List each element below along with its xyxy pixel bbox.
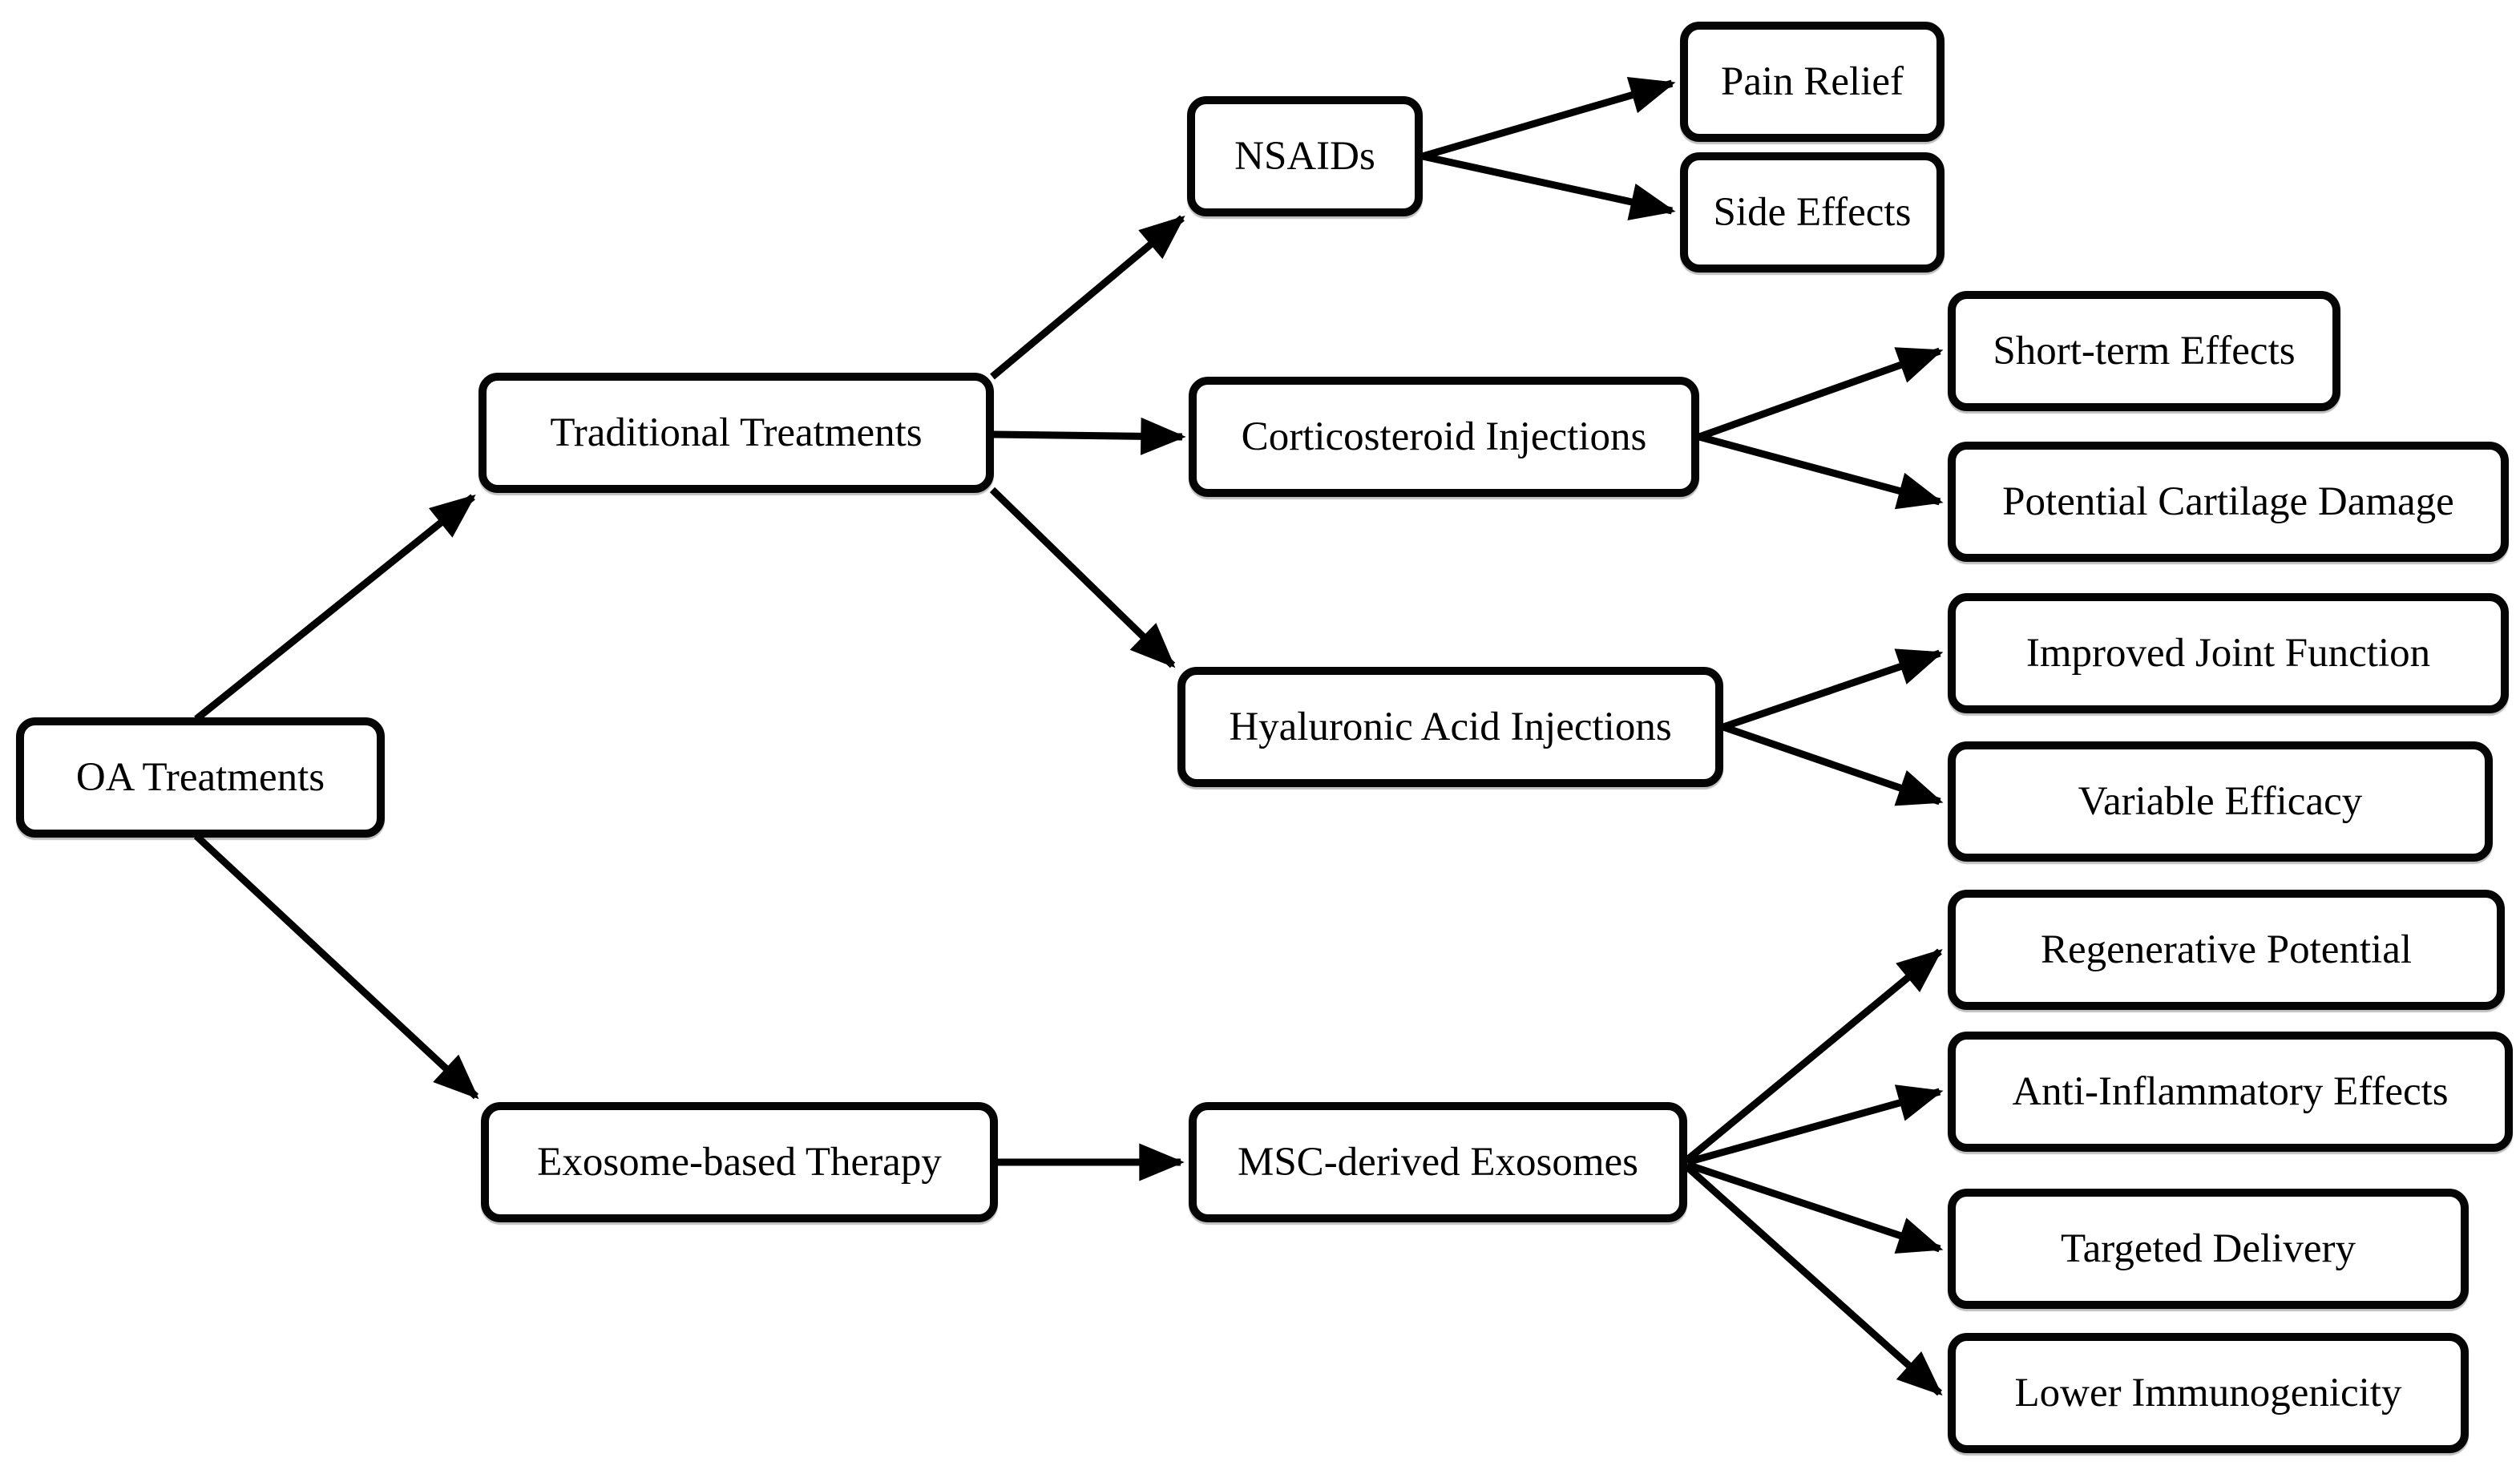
node-label: Hyaluronic Acid Injections xyxy=(1229,704,1672,749)
node-label: Lower Immunogenicity xyxy=(2014,1370,2402,1415)
node-corticosteroid-injections: Corticosteroid Injections xyxy=(1189,377,1699,497)
node-label: OA Treatments xyxy=(75,754,325,800)
node-label: Targeted Delivery xyxy=(2061,1226,2356,1271)
node-anti-inflammatory-effects: Anti-Inflammatory Effects xyxy=(1948,1032,2513,1152)
edge-traditional-to-hyaluronic xyxy=(989,487,1176,668)
node-label: Regenerative Potential xyxy=(2040,927,2413,972)
node-label: Anti-Inflammatory Effects xyxy=(2012,1068,2449,1114)
node-traditional-treatments: Traditional Treatments xyxy=(479,373,994,493)
edge-hyaluronic-to-variable-efficacy xyxy=(1722,723,1944,806)
node-oa-treatments: OA Treatments xyxy=(16,717,385,838)
edge-traditional-to-corticosteroid xyxy=(993,417,1186,455)
node-label: Short-term Effects xyxy=(1993,328,2296,374)
edge-msc-to-anti-inflammatory xyxy=(1686,1084,1944,1166)
edge-nsaids-to-pain-relief xyxy=(1421,76,1676,160)
edge-msc-to-lower-immunogenicity xyxy=(1684,1164,1943,1396)
node-targeted-delivery: Targeted Delivery xyxy=(1948,1189,2469,1309)
edge-hyaluronic-to-joint-function xyxy=(1722,648,1944,731)
node-msc-derived-exosomes: MSC-derived Exosomes xyxy=(1189,1102,1687,1222)
node-label: Potential Cartilage Damage xyxy=(2002,479,2454,524)
edge-oa-to-traditional xyxy=(194,494,476,722)
edge-traditional-to-nsaids xyxy=(990,215,1185,380)
edge-nsaids-to-side-effects xyxy=(1422,152,1676,220)
edge-msc-to-regenerative xyxy=(1685,948,1943,1163)
node-regenerative-potential: Regenerative Potential xyxy=(1948,890,2505,1010)
node-potential-cartilage-damage: Potential Cartilage Damage xyxy=(1948,442,2509,562)
node-pain-relief: Pain Relief xyxy=(1680,22,1945,142)
node-label: Pain Relief xyxy=(1720,59,1904,104)
edge-oa-to-exosome xyxy=(193,833,479,1100)
node-exosome-based-therapy: Exosome-based Therapy xyxy=(481,1102,998,1222)
node-variable-efficacy: Variable Efficacy xyxy=(1948,741,2493,862)
node-label: Side Effects xyxy=(1713,189,1912,235)
node-label: Traditional Treatments xyxy=(550,410,923,455)
edge-corticosteroid-to-cartilage-damage xyxy=(1698,433,1944,510)
node-label: Exosome-based Therapy xyxy=(537,1139,942,1185)
node-label: MSC-derived Exosomes xyxy=(1237,1139,1639,1185)
node-label: NSAIDs xyxy=(1234,133,1375,179)
node-label: Improved Joint Function xyxy=(2025,630,2431,676)
node-nsaids: NSAIDs xyxy=(1187,96,1423,216)
node-side-effects: Side Effects xyxy=(1680,152,1945,273)
edge-corticosteroid-to-short-term xyxy=(1698,347,1944,441)
node-hyaluronic-acid-injections: Hyaluronic Acid Injections xyxy=(1177,667,1723,787)
node-label: Variable Efficacy xyxy=(2078,778,2363,824)
node-label: Corticosteroid Injections xyxy=(1241,414,1647,459)
node-short-term-effects: Short-term Effects xyxy=(1948,291,2340,411)
node-improved-joint-function: Improved Joint Function xyxy=(1948,593,2509,713)
edge-msc-to-targeted-delivery xyxy=(1686,1161,1944,1254)
node-lower-immunogenicity: Lower Immunogenicity xyxy=(1948,1333,2469,1453)
